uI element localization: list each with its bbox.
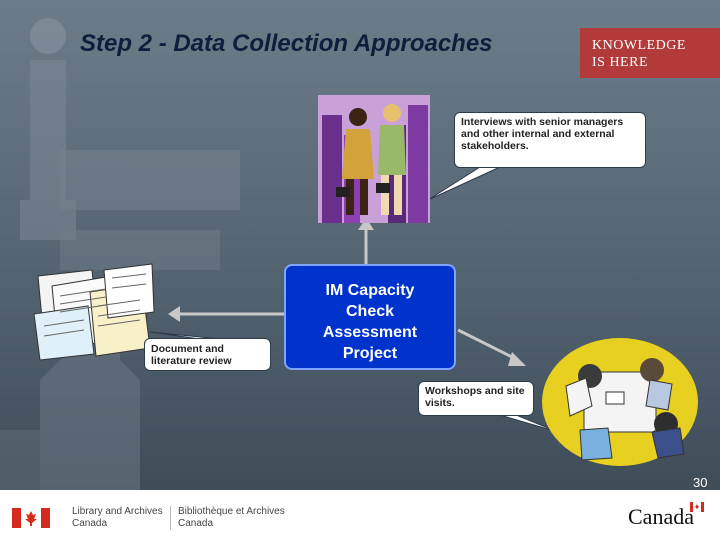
- wordmark-flag-icon: [690, 502, 704, 512]
- center-box-line-2: Check: [286, 301, 454, 322]
- dept-fr-line-1: Bibliothèque et Archives: [178, 506, 285, 518]
- canada-flag-icon: [12, 508, 50, 528]
- slide-background: Step 2 - Data Collection Approaches KNOW…: [0, 0, 720, 490]
- workshop-meeting-table-clipart: [540, 336, 700, 468]
- center-box-line-1: IM Capacity: [286, 280, 454, 301]
- department-name-french: Bibliothèque et Archives Canada: [178, 506, 285, 530]
- dept-fr-line-2: Canada: [178, 518, 285, 530]
- documents-callout: Document and literature review: [144, 338, 271, 371]
- interviews-callout: Interviews with senior managers and othe…: [454, 112, 646, 168]
- page-number: 30: [693, 475, 707, 490]
- handshake-business-people-clipart: [318, 95, 430, 223]
- workshops-callout: Workshops and site visits.: [418, 381, 534, 416]
- document-stack-clipart: [32, 262, 156, 362]
- im-capacity-project-box: IM Capacity Check Assessment Project: [284, 264, 456, 370]
- center-box-line-4: Project: [286, 343, 454, 364]
- department-name-english: Library and Archives Canada: [72, 506, 163, 530]
- center-box-line-3: Assessment: [286, 322, 454, 343]
- footer-divider: [170, 506, 171, 530]
- dept-en-line-1: Library and Archives: [72, 506, 163, 518]
- dept-en-line-2: Canada: [72, 518, 163, 530]
- canada-wordmark: Canada: [628, 504, 694, 530]
